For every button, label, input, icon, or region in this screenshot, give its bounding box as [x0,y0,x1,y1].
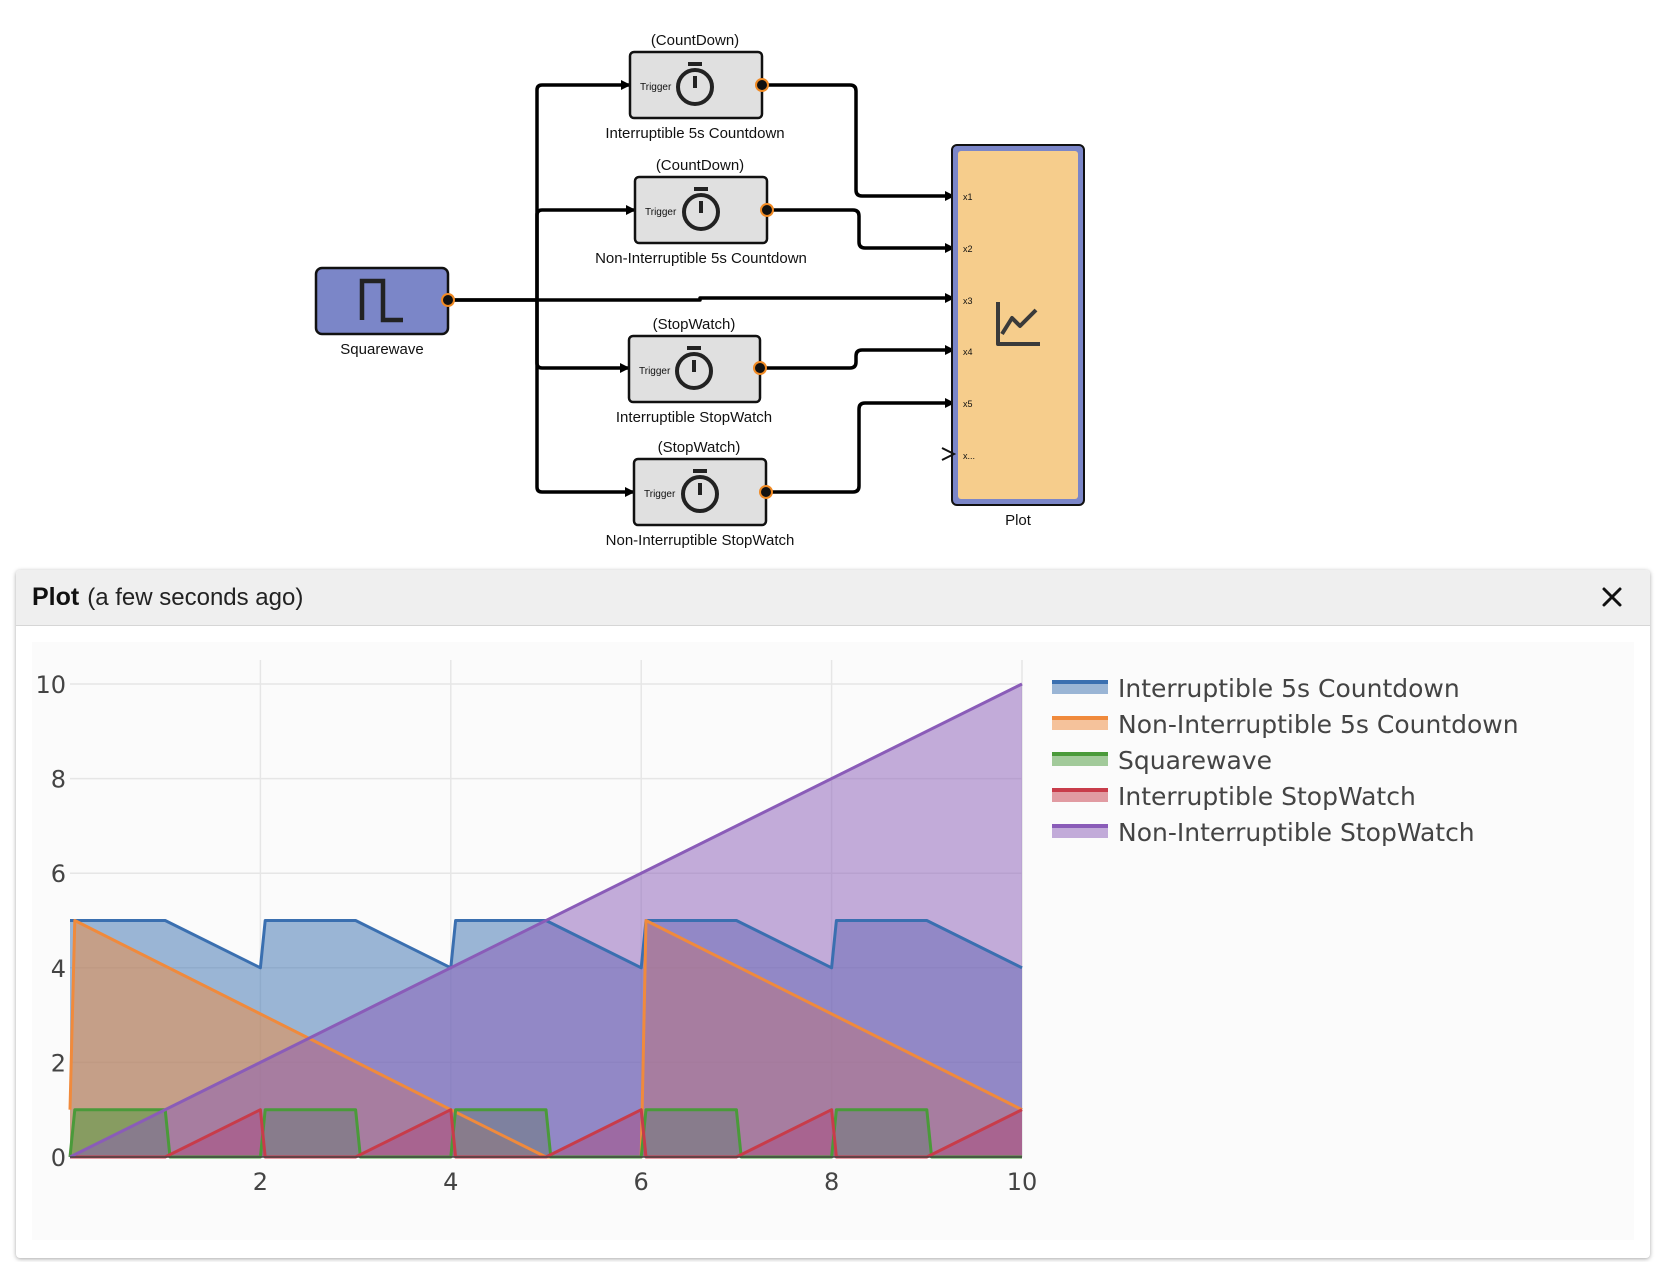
legend-item[interactable]: Interruptible 5s Countdown [1052,674,1460,703]
y-tick-label: 0 [51,1144,66,1172]
stopwatch-icon [676,62,714,106]
x-tick-label: 6 [634,1168,649,1196]
y-tick-label: 2 [51,1049,66,1077]
port-label-x3: x3 [963,296,973,306]
legend-item[interactable]: Non-Interruptible StopWatch [1052,818,1475,847]
output-port[interactable] [760,203,774,217]
y-tick-label: 6 [51,860,66,888]
wire-to-nonint-countdown[interactable] [535,205,636,300]
y-tick-label: 10 [35,671,66,699]
x-tick-label: 4 [443,1168,458,1196]
legend-swatch [1052,826,1108,838]
stopwatch-icon [681,469,719,513]
close-button[interactable] [1596,581,1628,613]
port-label-x5: x5 [963,399,973,409]
legend-item[interactable]: Interruptible StopWatch [1052,782,1416,811]
squarewave-icon [359,278,403,323]
legend-swatch [1052,682,1108,694]
output-port[interactable] [759,485,773,499]
wire-to-nonint-stopwatch[interactable] [535,300,635,497]
plot-area: 2 4 6 8 10 0 2 4 6 8 10 Interruptible 5s Countdown… [32,642,1634,1240]
nonint-stopwatch-block[interactable]: (StopWatch) Trigger Non-Interruptible St… [606,439,795,549]
port-label-x4: x4 [963,347,973,357]
stopwatch-icon [682,187,720,231]
wire-nonint-countdown-to-x2[interactable] [767,208,955,253]
trigger-label: Trigger [639,366,671,377]
legend-label: Squarewave [1118,746,1272,775]
legend-item[interactable]: Squarewave [1052,746,1272,775]
line-interruptible-5s-countdown[interactable] [70,919,1023,970]
line-chart-icon [996,302,1040,346]
wire-int-countdown-to-x1[interactable] [762,83,955,201]
legend-swatch [1052,718,1108,730]
add-port-chevron-icon[interactable] [941,447,957,461]
output-port[interactable] [753,361,767,375]
trigger-label: Trigger [644,489,676,500]
plot-block[interactable]: x1 x2 x3 x4 x5 x... Plot [941,144,1085,529]
nonint-countdown-block[interactable]: (CountDown) Trigger Non-Interruptible 5s… [595,157,807,267]
int-stopwatch-block[interactable]: (StopWatch) Trigger Interruptible StopWa… [616,316,772,426]
stopwatch-icon [675,346,713,390]
wire-int-stopwatch-to-x4[interactable] [760,345,955,370]
trigger-label: Trigger [645,207,677,218]
block-label: Interruptible StopWatch [616,409,772,426]
block-type-label: (CountDown) [656,157,744,174]
legend-item[interactable]: Non-Interruptible 5s Countdown [1052,710,1519,739]
output-port[interactable] [441,293,455,307]
block-label: Non-Interruptible 5s Countdown [595,250,807,267]
x-tick-label: 10 [1007,1168,1038,1196]
x-tick-label: 2 [253,1168,268,1196]
int-countdown-block[interactable]: (CountDown) Trigger Interruptible 5s Cou… [605,32,784,142]
port-label-more: x... [963,451,975,461]
legend-label: Interruptible StopWatch [1118,782,1416,811]
line-non-interruptible-stopwatch[interactable] [69,682,1023,1159]
panel-subtitle: (a few seconds ago) [87,583,304,611]
block-type-label: (CountDown) [651,32,739,49]
legend-swatch [1052,754,1108,766]
legend-label: Non-Interruptible StopWatch [1118,818,1475,847]
wire-to-int-stopwatch[interactable] [535,300,630,373]
wire-to-int-countdown[interactable] [535,80,631,300]
port-label-x1: x1 [963,192,973,202]
y-tick-label: 4 [51,955,66,983]
block-label: Interruptible 5s Countdown [605,125,784,142]
axes: 2 4 6 8 10 0 2 4 6 8 10 [35,671,1037,1196]
wires [448,80,955,497]
y-tick-label: 8 [51,766,66,794]
legend-label: Non-Interruptible 5s Countdown [1118,710,1519,739]
block-label: Squarewave [340,341,423,358]
wire-nonint-stopwatch-to-x5[interactable] [766,398,955,494]
block-label: Non-Interruptible StopWatch [606,532,795,549]
port-label-x2: x2 [963,244,973,254]
plot-panel: Plot (a few seconds ago) 2 4 6 8 10 0 2 4 6 8 10 I… [16,570,1650,1258]
block-type-label: (StopWatch) [653,316,736,333]
legend-label: Interruptible 5s Countdown [1118,674,1460,703]
block-label: Plot [1005,512,1032,529]
legend-swatch [1052,790,1108,802]
area-chart: 2 4 6 8 10 0 2 4 6 8 10 Interruptible 5s Countdown… [35,660,1519,1196]
block-type-label: (StopWatch) [658,439,741,456]
squarewave-block[interactable]: Squarewave [314,266,455,358]
panel-title: Plot [32,583,80,611]
trigger-label: Trigger [640,82,672,93]
x-tick-label: 8 [824,1168,839,1196]
block-diagram: Squarewave (CountDown) Trigger Interrupt… [314,32,1085,549]
wire-to-plot-x3[interactable] [448,293,955,303]
output-port[interactable] [755,78,769,92]
legend: Interruptible 5s CountdownNon-Interrupti… [1052,674,1519,847]
close-icon [1602,587,1622,607]
panel-header: Plot (a few seconds ago) [16,570,1650,626]
